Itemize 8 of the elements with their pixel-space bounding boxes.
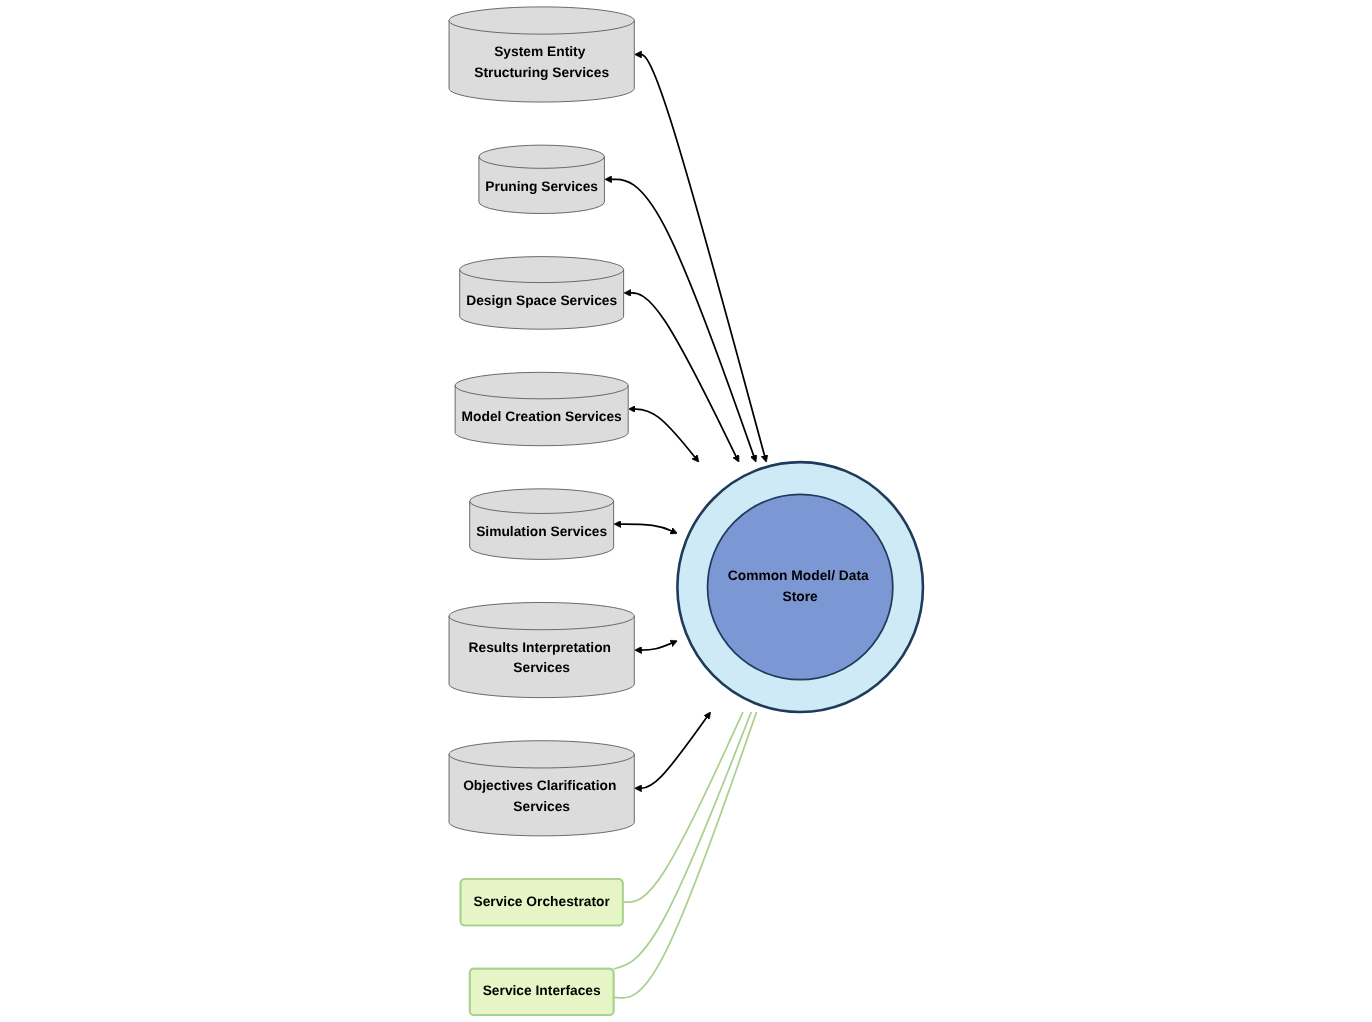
connector bbox=[621, 711, 744, 904]
arrow bbox=[628, 405, 700, 463]
arrow bbox=[604, 175, 758, 463]
arrow bbox=[634, 50, 769, 463]
arrow bbox=[634, 639, 678, 654]
arrow bbox=[613, 520, 678, 535]
arrow bbox=[634, 711, 711, 793]
arrow bbox=[623, 289, 740, 463]
